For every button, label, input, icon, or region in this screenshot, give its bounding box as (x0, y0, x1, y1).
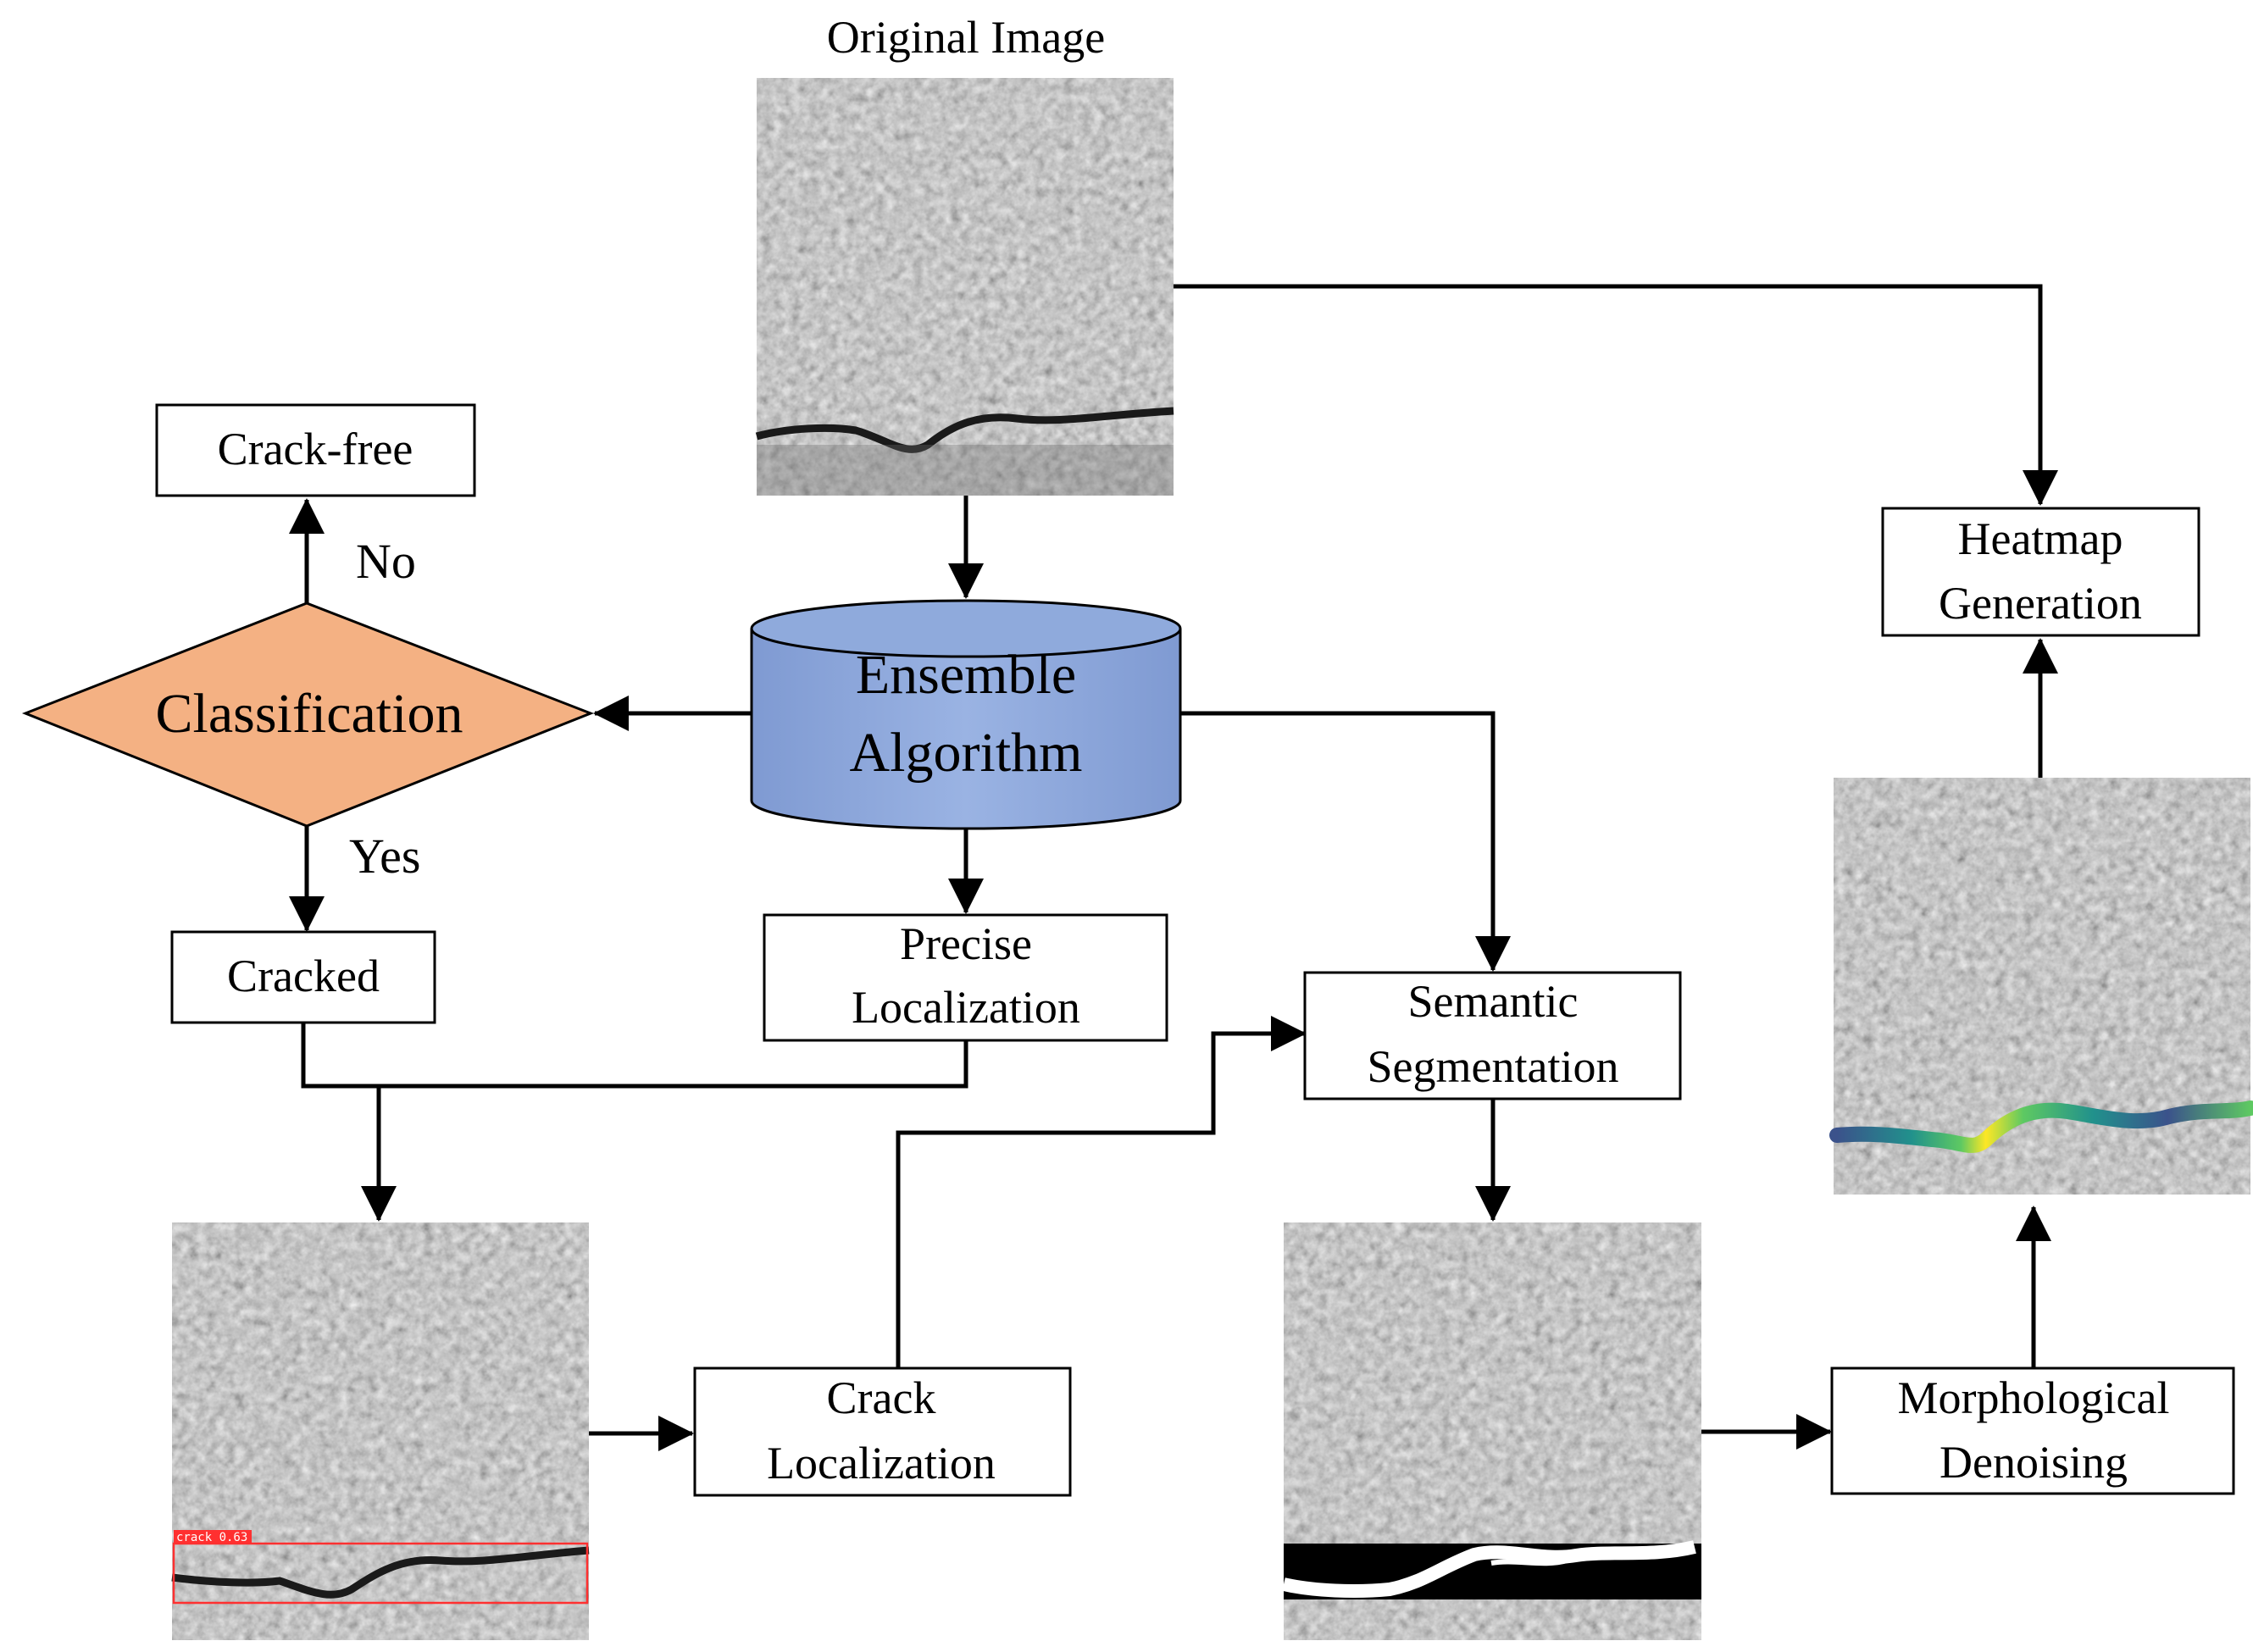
original-image (755, 78, 1174, 496)
precise-localization-node: Precise Localization (763, 913, 1168, 1042)
morph-label-line2: Denoising (1939, 1437, 2128, 1488)
edge-label-no: No (356, 534, 416, 589)
edge-merge-line (301, 1023, 968, 1089)
morphological-denoising-node: Morphological Denoising (1830, 1367, 2235, 1495)
crack-loc-label-line1: Crack (827, 1372, 936, 1423)
semantic-segmentation-node: Semantic Segmentation (1303, 971, 1682, 1100)
detection-label: crack 0.63 (176, 1531, 247, 1544)
cracked-label: Cracked (227, 951, 380, 1001)
heatmap-generation-node: Heatmap Generation (1881, 507, 2200, 637)
ensemble-label-line2: Algorithm (850, 722, 1083, 784)
cracked-node: Cracked (170, 930, 436, 1024)
classification-label: Classification (156, 683, 463, 745)
ensemble-label-line1: Ensemble (856, 644, 1076, 706)
morph-label-line1: Morphological (1898, 1372, 2170, 1423)
crack-loc-label-line2: Localization (767, 1438, 996, 1488)
edge-crackloc-to-semantic (896, 1016, 1307, 1368)
heatmap-label-line1: Heatmap (1958, 513, 2123, 564)
heatmap-image (1829, 778, 2253, 1195)
semantic-label-line2: Segmentation (1368, 1041, 1619, 1092)
classification-node: Classification (21, 601, 595, 828)
semantic-label-line1: Semantic (1408, 976, 1579, 1027)
edge-label-yes: Yes (349, 829, 420, 884)
diagram-title: Original Image (827, 12, 1105, 63)
ensemble-algorithm-node: Ensemble Algorithm (750, 599, 1182, 830)
crack-localization-node: Crack Localization (693, 1367, 1072, 1497)
precise-label-line2: Localization (852, 982, 1080, 1033)
detection-bounding-box (172, 1542, 589, 1605)
edge-image-to-heatmap (1174, 284, 2058, 506)
edge-ensemble-to-semantic (1180, 711, 1511, 972)
crack-free-label: Crack-free (218, 424, 413, 474)
precise-label-line1: Precise (900, 918, 1032, 969)
connectors (289, 284, 2058, 1451)
heatmap-label-line2: Generation (1939, 578, 2142, 629)
crack-free-node: Crack-free (155, 403, 476, 497)
segmentation-image (1282, 1222, 1701, 1640)
detection-image: crack 0.63 (171, 1222, 590, 1640)
